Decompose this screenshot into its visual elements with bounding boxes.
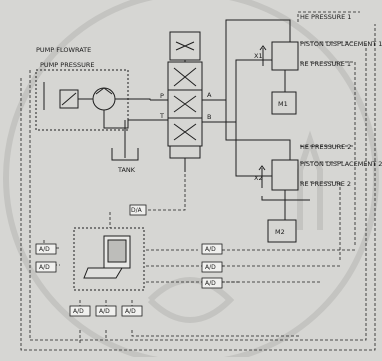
a-d-box-4 xyxy=(201,261,223,273)
piston-displacement-1-label: PISTON DISPLACEMENT 1 xyxy=(300,40,382,48)
directional-valve xyxy=(150,31,203,172)
a-d-label-6: A/D xyxy=(73,308,84,315)
re-pressure-1-label: RE PRESSURE 1 xyxy=(300,60,351,68)
a-d-box-3 xyxy=(201,243,223,255)
he-pressure-2-label: HE PRESSURE 2 xyxy=(300,143,351,151)
he-pressure-1-label: HE PRESSURE 1 xyxy=(300,13,351,21)
converter-boxes xyxy=(35,204,223,317)
port-p-label: P xyxy=(160,92,164,100)
pump-symbol xyxy=(92,87,116,111)
m2-label: M2 xyxy=(275,228,285,236)
re-pressure-2-label: RE PRESSURE 2 xyxy=(300,180,351,188)
port-b-label: B xyxy=(207,113,211,121)
d-a-box xyxy=(129,204,147,216)
cylinder-1 xyxy=(259,41,299,115)
a-d-label-2: A/D xyxy=(39,264,50,271)
a-d-label-1: A/D xyxy=(39,246,50,253)
port-a-label: A xyxy=(207,91,212,99)
m1-label: M1 xyxy=(278,100,288,108)
a-d-label-5: A/D xyxy=(205,280,216,287)
x2-label: X2 xyxy=(254,174,263,182)
a-d-label-8: A/D xyxy=(125,308,136,315)
tank-label: TANK xyxy=(117,166,136,174)
computer-controller xyxy=(73,227,145,291)
cylinder-2-body xyxy=(271,159,299,191)
piston-displacement-2-label: PISTON DISPLACEMENT 2 xyxy=(300,160,382,168)
pump-flowrate-label: PUMP FLOWRATE xyxy=(36,46,91,54)
a-d-label-4: A/D xyxy=(205,264,216,271)
x1-label: X1 xyxy=(254,52,263,60)
mass-m1 xyxy=(271,91,297,115)
a-d-label-7: A/D xyxy=(99,308,110,315)
cylinder-1-body xyxy=(271,41,299,71)
pump-pressure-label: PUMP PRESSURE xyxy=(40,61,94,69)
cylinder-2 xyxy=(258,159,299,243)
a-d-box-5 xyxy=(201,277,223,289)
tank-symbol xyxy=(111,120,139,161)
hydraulic-lines xyxy=(202,19,310,201)
a-d-box-1 xyxy=(35,243,57,255)
a-d-box-8 xyxy=(121,305,143,317)
port-t-label: T xyxy=(159,112,164,120)
a-d-box-2 xyxy=(35,261,57,273)
a-d-label-3: A/D xyxy=(205,246,216,253)
d-a-label: D/A xyxy=(131,207,143,214)
pump-section xyxy=(35,69,151,131)
signal-frame xyxy=(20,24,376,351)
mass-m2 xyxy=(267,219,297,243)
a-d-box-6 xyxy=(69,305,91,317)
watermark-seal xyxy=(3,0,379,361)
a-d-box-7 xyxy=(95,305,117,317)
